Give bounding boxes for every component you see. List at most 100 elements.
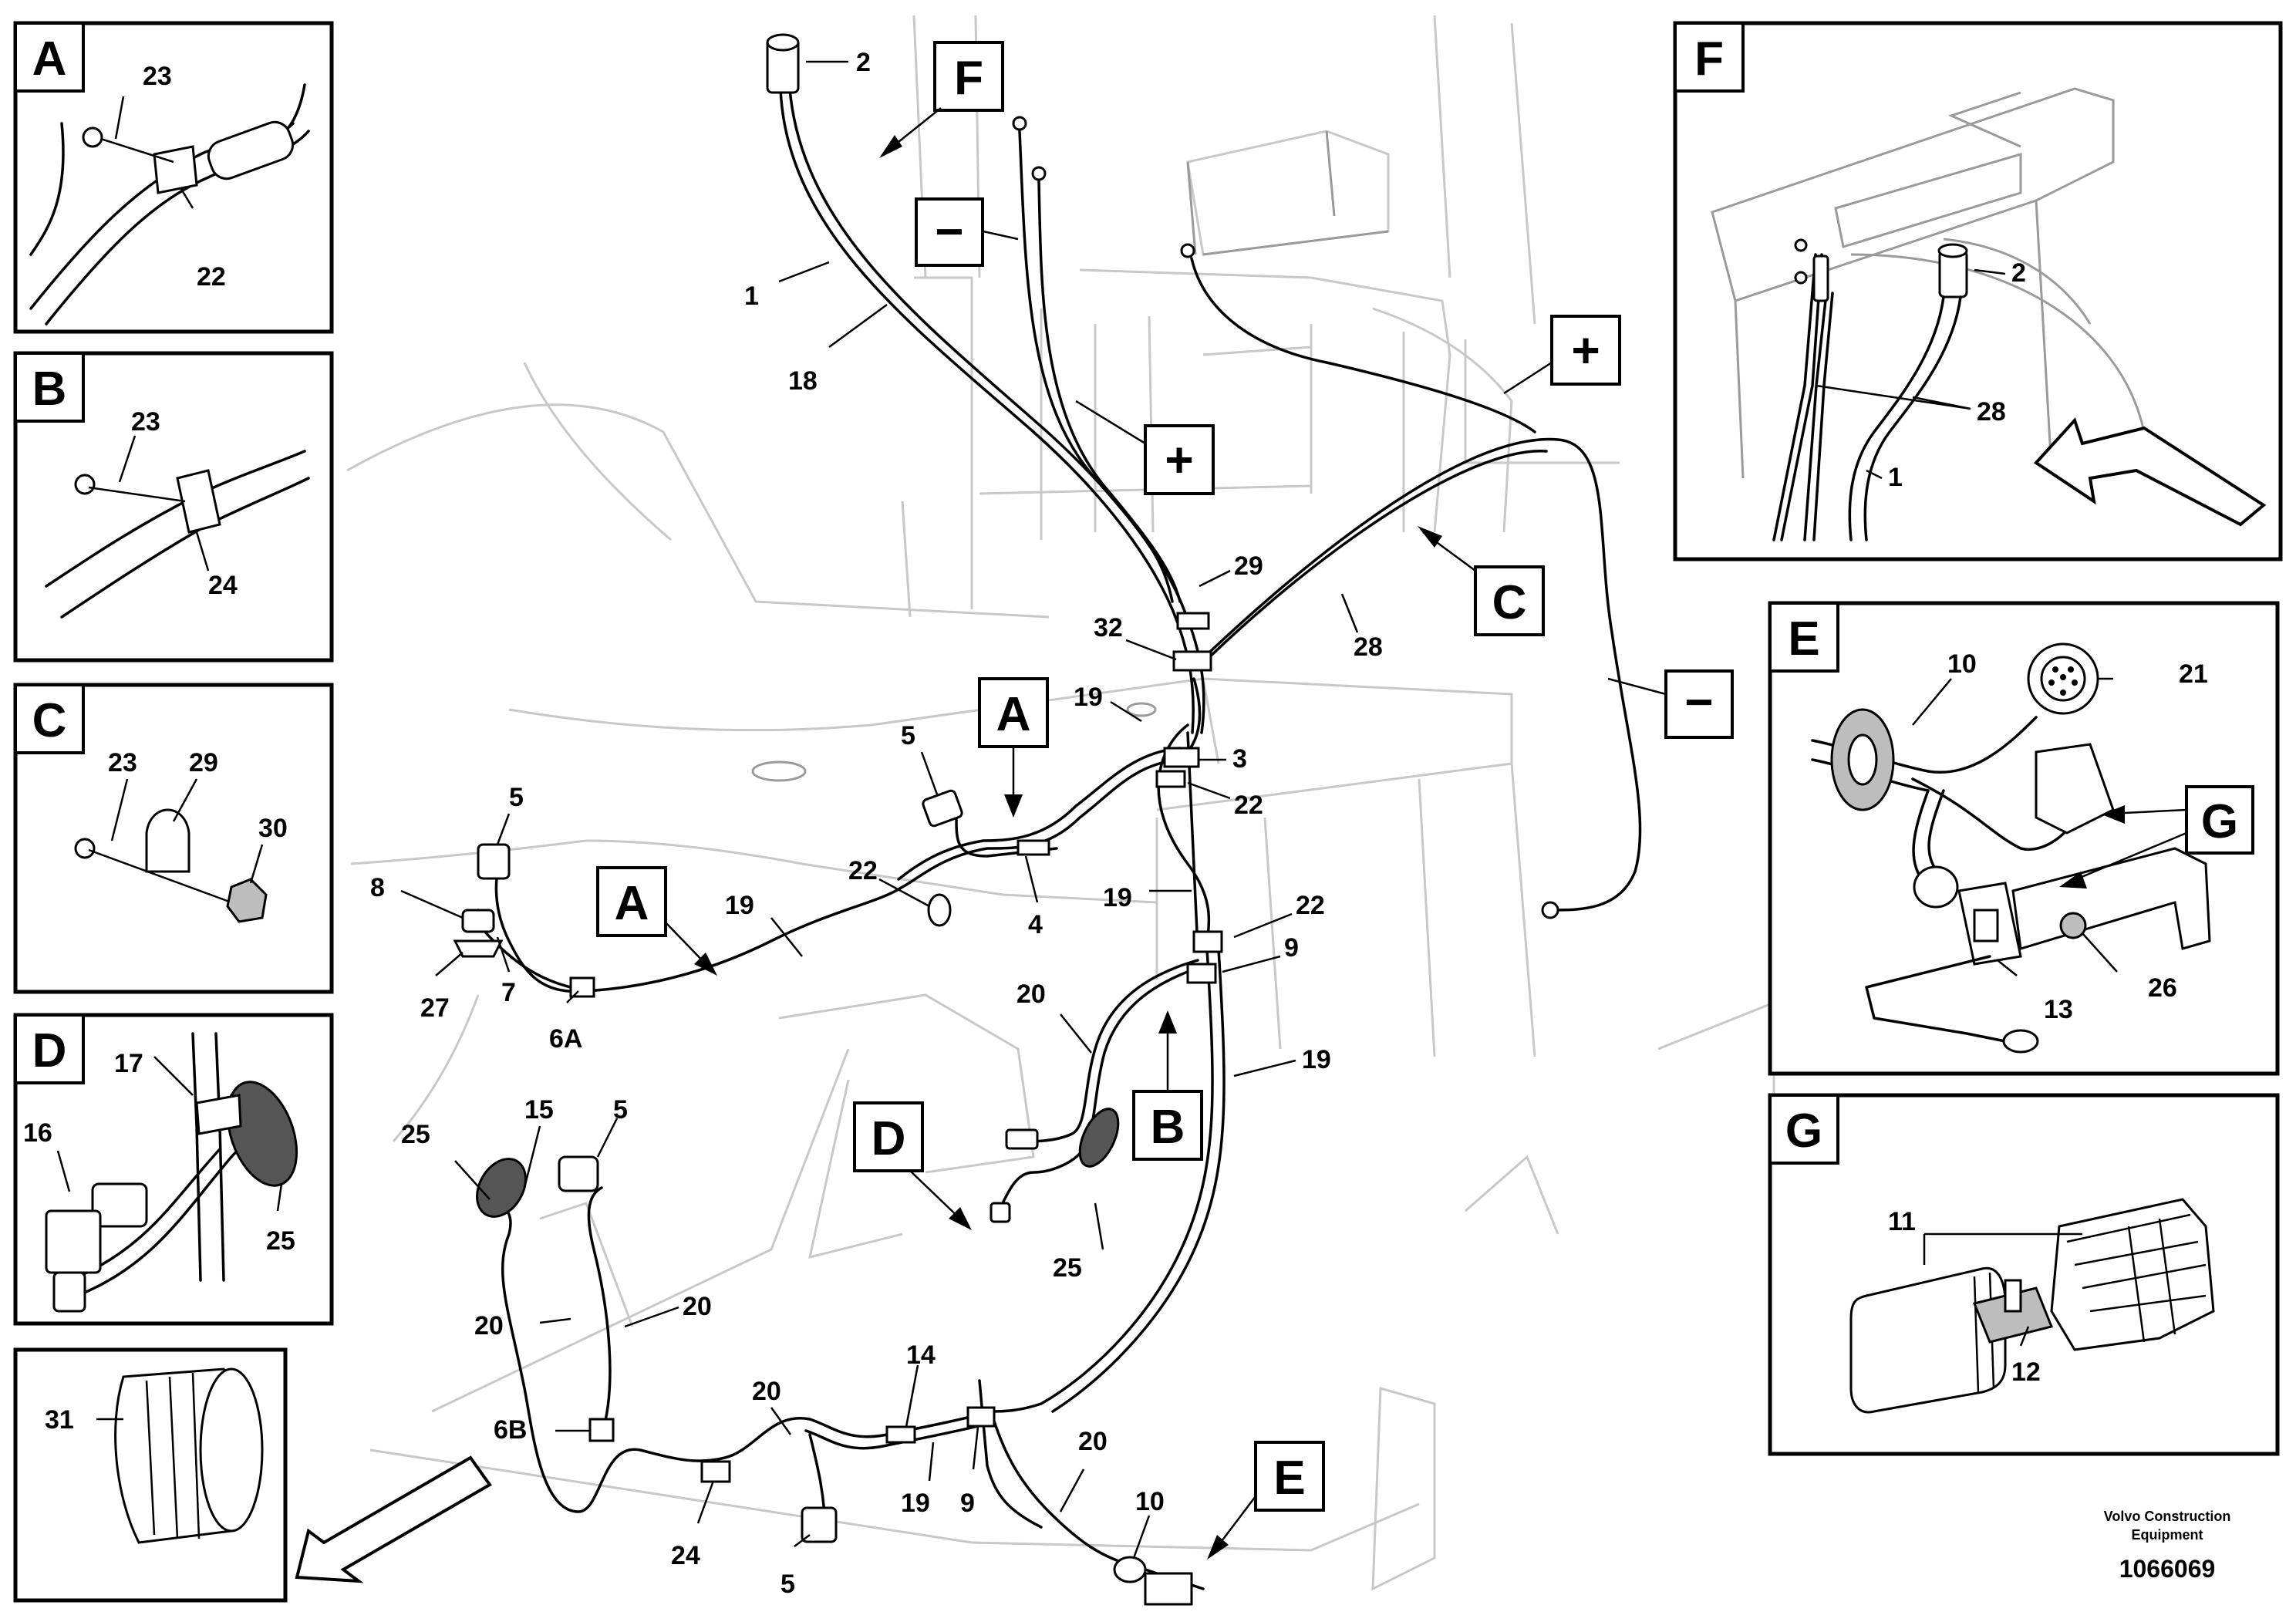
connector-5-a <box>922 789 963 828</box>
svg-text:+: + <box>1165 432 1193 487</box>
sensor-d <box>1005 1128 1039 1150</box>
detail-d-callout-25: 25 <box>266 1226 295 1256</box>
callout-10-main: 10 <box>1135 1487 1165 1516</box>
callout-22-left: 22 <box>848 856 878 885</box>
callout-14: 14 <box>906 1340 936 1370</box>
junction-14 <box>885 1425 916 1444</box>
sensor-8 <box>461 909 495 933</box>
callout-4: 4 <box>1028 910 1043 939</box>
junction-6b <box>588 1418 615 1442</box>
harness-parts <box>453 33 1559 1606</box>
svg-text:C: C <box>1492 576 1527 629</box>
grommet-10 <box>1113 1556 1147 1583</box>
tag-a-left <box>596 866 667 937</box>
callout-19-right: 19 <box>1302 1045 1331 1074</box>
callout-9-bottom: 9 <box>960 1489 975 1518</box>
connector-5-bottom <box>801 1506 838 1543</box>
credit-line-1: Volvo Construction <box>2104 1509 2231 1524</box>
callout-6b: 6B <box>494 1415 527 1445</box>
svg-text:F: F <box>1694 32 1724 86</box>
ring-terminal-top-1 <box>1012 116 1027 131</box>
detail-g-callout-11: 11 <box>1888 1207 1916 1236</box>
callout-5-15: 5 <box>613 1095 628 1125</box>
callout-19-mid: 19 <box>1103 883 1132 912</box>
tag-minus-right <box>1664 669 1734 739</box>
callout-9-upper: 9 <box>1284 933 1299 963</box>
view-tags: F − + + − C A A B D <box>596 41 1734 1560</box>
callout-15: 15 <box>524 1095 554 1125</box>
svg-text:A: A <box>615 877 649 930</box>
svg-text:−: − <box>1684 674 1713 730</box>
junction-9-bottom <box>966 1406 996 1428</box>
clamp-22-upper <box>1155 770 1186 788</box>
junction-3 <box>1163 747 1200 768</box>
detail-e: E 10 21 13 26 G <box>1768 601 2280 1076</box>
clip-24 <box>700 1460 731 1483</box>
detail-f-callout-1: 1 <box>1888 463 1903 492</box>
clamp-22-mid <box>1192 930 1223 953</box>
detail-a-callout-23: 23 <box>143 62 172 91</box>
connector-5-15 <box>558 1155 599 1192</box>
svg-text:D: D <box>32 1024 67 1077</box>
callout-2-main: 2 <box>856 48 871 77</box>
callout-24-main: 24 <box>671 1541 700 1570</box>
detail-c-callout-30: 30 <box>258 814 288 843</box>
svg-text:B: B <box>32 363 67 416</box>
ring-terminal-plus <box>1180 243 1195 258</box>
callout-1-main: 1 <box>744 282 759 311</box>
tag-e-main <box>1254 1441 1325 1512</box>
callout-19-left: 19 <box>725 891 754 920</box>
detail-31: 31 <box>13 1347 288 1603</box>
clamp-32 <box>1172 650 1212 672</box>
callout-5-bottom: 5 <box>781 1570 795 1599</box>
tag-minus-top <box>915 197 984 267</box>
ring-terminal-minus <box>1541 901 1559 919</box>
detail-c-callout-23: 23 <box>108 748 137 777</box>
connector-5-left <box>477 843 511 880</box>
detail-f: F 2 28 1 <box>1673 21 2283 561</box>
callout-3: 3 <box>1232 744 1247 774</box>
detail-g-callout-12: 12 <box>2011 1357 2041 1387</box>
tie-strap-25-right <box>1078 1108 1120 1168</box>
svg-text:B: B <box>1151 1101 1185 1154</box>
callout-32: 32 <box>1094 613 1123 642</box>
junction-6a <box>569 976 595 998</box>
callout-20-bottom: 20 <box>752 1377 781 1406</box>
callout-28-main: 28 <box>1354 632 1383 662</box>
detail-b-callout-24: 24 <box>208 571 238 600</box>
detail-c: C 23 29 30 <box>13 683 334 994</box>
svg-text:A: A <box>996 688 1031 741</box>
callout-27: 27 <box>420 993 450 1023</box>
svg-text:C: C <box>32 694 67 747</box>
bracket-27 <box>453 939 504 958</box>
callout-20-left: 20 <box>474 1311 504 1340</box>
svg-text:−: − <box>935 204 963 259</box>
callout-20-d: 20 <box>1017 980 1046 1009</box>
callout-29-main: 29 <box>1234 551 1263 581</box>
detail-e-callout-21: 21 <box>2179 659 2208 689</box>
tag-b-main <box>1132 1090 1203 1161</box>
tag-plus-right <box>1550 315 1621 386</box>
tag-c-main <box>1474 565 1545 636</box>
svg-text:D: D <box>872 1112 906 1165</box>
tie-strap-25-left <box>476 1158 527 1218</box>
detail-a: A 23 22 <box>13 21 334 334</box>
callout-8: 8 <box>370 873 385 902</box>
callout-6a: 6A <box>549 1024 582 1054</box>
detail-a-callout-22: 22 <box>197 262 226 292</box>
callout-5-a: 5 <box>901 721 915 750</box>
tag-d-main <box>853 1101 924 1172</box>
callout-25-d: 25 <box>1053 1253 1082 1283</box>
callout-18: 18 <box>788 366 818 396</box>
svg-text:G: G <box>2201 795 2238 848</box>
machine-background <box>346 15 1775 1591</box>
junction-4 <box>1017 839 1050 856</box>
callout-20-right: 20 <box>1078 1427 1108 1456</box>
main-callouts: 2 1 18 29 32 28 19 3 22 5 22 4 19 19 22 … <box>370 48 1383 1599</box>
callout-7: 7 <box>501 978 516 1007</box>
detail-e-callout-10: 10 <box>1947 649 1977 679</box>
credit-line-2: Equipment <box>2132 1527 2203 1543</box>
detail-f-callout-2: 2 <box>2011 258 2026 288</box>
tag-plus-center <box>1144 424 1215 495</box>
detail-b-callout-23: 23 <box>131 407 160 437</box>
